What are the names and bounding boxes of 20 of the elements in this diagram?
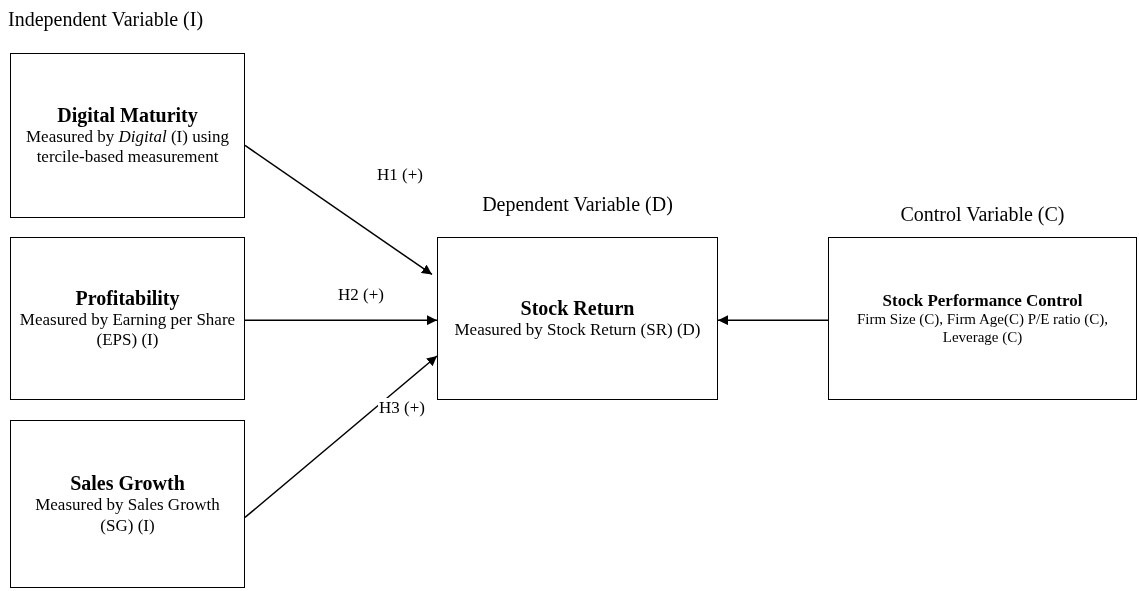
variable-description: Measured by Stock Return (SR) (D) — [454, 319, 701, 341]
arrow — [244, 315, 438, 326]
arrow — [244, 144, 433, 276]
variable-title: Sales Growth — [70, 472, 185, 496]
variable-description: Firm Size (C), Firm Age(C) P/E ratio (C), Leverage (C) — [855, 310, 1110, 347]
variable-title: Digital Maturity — [57, 103, 198, 127]
variable-title: Stock Performance Control — [882, 290, 1083, 311]
variable-title: Stock Return — [520, 296, 635, 320]
arrow — [244, 355, 438, 519]
variable-title: Profitability — [75, 286, 180, 310]
variable-description: Measured by Sales Growth (SG) (I) — [34, 495, 221, 536]
edge-label: H3 (+) — [378, 398, 426, 418]
variable-description: Measured by Earning per Share (EPS) (I) — [19, 309, 236, 351]
edge-label: H1 (+) — [376, 165, 424, 185]
variable-description: Measured by Digital (I) using tercile-based measurement — [25, 126, 230, 168]
arrow — [717, 315, 829, 326]
variable-heading: Dependent Variable (D) — [481, 193, 674, 216]
edge-label: H2 (+) — [337, 285, 385, 305]
column-heading: Independent Variable (I) — [8, 8, 204, 31]
variable-heading: Control Variable (C) — [899, 203, 1066, 226]
